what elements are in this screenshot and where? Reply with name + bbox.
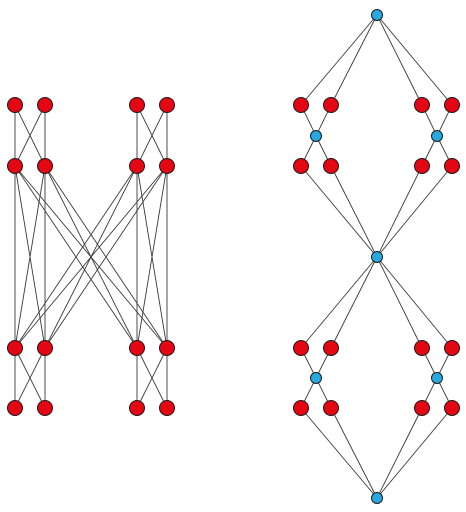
blue-node-bot (371, 492, 383, 504)
red-node-a3 (129, 97, 145, 113)
red-node-f1 (293, 158, 309, 174)
edge-mid-g1 (300, 256, 378, 349)
red-node-f2 (323, 158, 339, 174)
edge-top-e4 (376, 14, 453, 106)
red-node-g2 (323, 340, 339, 356)
edge-mid-g4 (376, 256, 453, 349)
edge-k4-bot (376, 407, 453, 499)
red-node-a2 (37, 97, 53, 113)
red-node-g4 (444, 340, 460, 356)
red-node-d1 (7, 400, 23, 416)
edge-f4-mid (376, 165, 453, 258)
edge-mid-g3 (376, 256, 423, 349)
red-node-k2 (323, 400, 339, 416)
edge-b3-c1 (14, 165, 138, 349)
red-node-c3 (129, 340, 145, 356)
edge-mid-g2 (330, 256, 378, 349)
edge-top-e2 (330, 14, 378, 106)
red-node-a4 (159, 97, 175, 113)
edge-f2-mid (330, 165, 378, 258)
red-node-f3 (414, 158, 430, 174)
edge-b4-c1 (14, 165, 168, 349)
blue-node-jl (310, 372, 322, 384)
left-graph (7, 97, 175, 416)
edge-c2-d1 (14, 347, 46, 409)
red-node-f4 (444, 158, 460, 174)
blue-node-jr (431, 372, 443, 384)
edge-b4-c2 (44, 165, 168, 349)
blue-node-hl (310, 130, 322, 142)
edge-f1-mid (300, 165, 378, 258)
edge-k1-bot (300, 407, 378, 499)
red-node-c4 (159, 340, 175, 356)
red-node-c2 (37, 340, 53, 356)
red-node-k1 (293, 400, 309, 416)
red-node-d3 (129, 400, 145, 416)
edge-b4-c3 (136, 165, 168, 349)
edge-a2-b1 (14, 104, 46, 167)
blue-node-mid (371, 251, 383, 263)
right-graph (293, 9, 460, 504)
left-graph-nodes (7, 97, 175, 416)
blue-node-top (371, 9, 383, 21)
edge-f3-mid (376, 165, 423, 258)
red-node-e4 (444, 97, 460, 113)
blue-node-hr (431, 130, 443, 142)
edge-b2-c1 (14, 165, 46, 349)
edge-top-e1 (300, 14, 378, 106)
red-node-d4 (159, 400, 175, 416)
red-node-d2 (37, 400, 53, 416)
red-node-c1 (7, 340, 23, 356)
red-node-e1 (293, 97, 309, 113)
left-graph-edges (14, 104, 168, 409)
red-node-b1 (7, 158, 23, 174)
edge-c4-d3 (136, 347, 168, 409)
red-node-g3 (414, 340, 430, 356)
edge-a4-b3 (136, 104, 168, 167)
red-node-e2 (323, 97, 339, 113)
edge-top-e3 (376, 14, 423, 106)
red-node-g1 (293, 340, 309, 356)
right-graph-nodes (293, 9, 460, 504)
edge-k3-bot (376, 407, 423, 499)
red-node-b3 (129, 158, 145, 174)
red-node-b4 (159, 158, 175, 174)
red-node-a1 (7, 97, 23, 113)
red-node-b2 (37, 158, 53, 174)
red-node-e3 (414, 97, 430, 113)
red-node-k3 (414, 400, 430, 416)
red-node-k4 (444, 400, 460, 416)
edge-k2-bot (330, 407, 378, 499)
